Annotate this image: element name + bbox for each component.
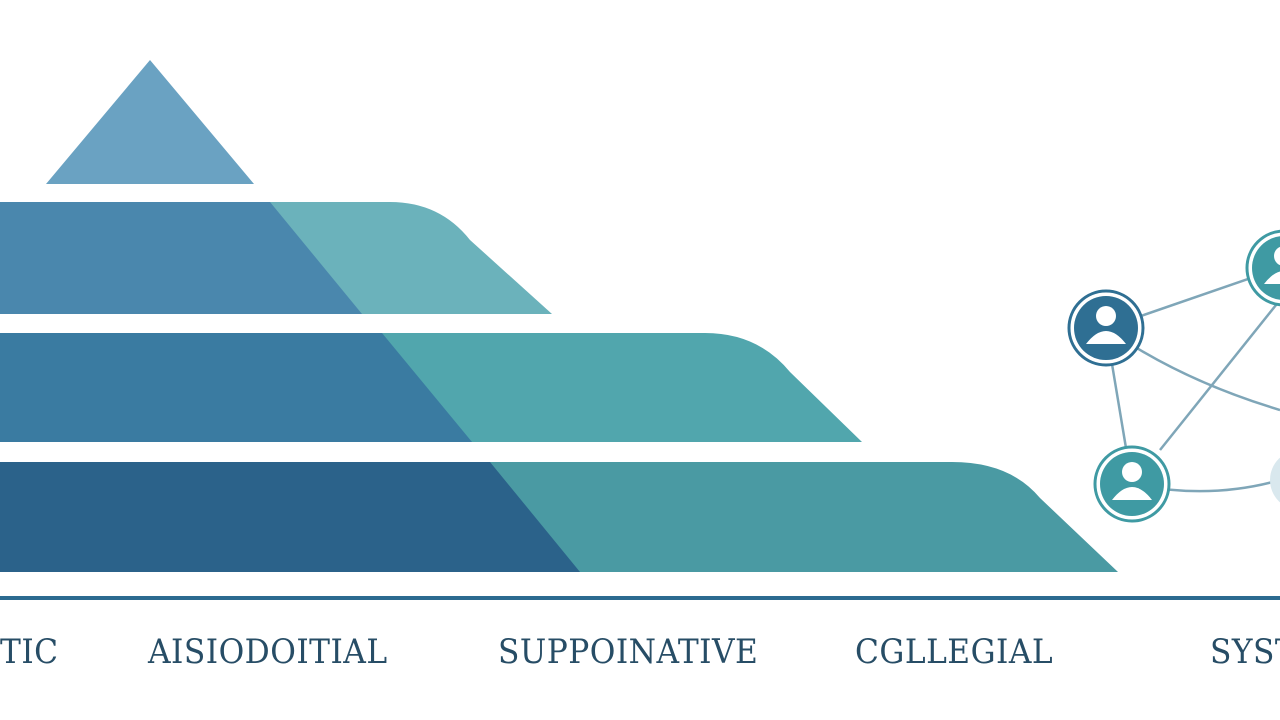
- label-5: SYST: [1210, 632, 1280, 672]
- person-icon: [1086, 306, 1126, 344]
- person-icon: [1264, 246, 1280, 284]
- label-1: TIC: [0, 632, 59, 672]
- label-2: AISIODOITIAL: [148, 632, 388, 672]
- network-node-3: [1093, 445, 1171, 523]
- label-3: SUPPOINATIVE: [498, 632, 759, 672]
- network-node-4: [1270, 457, 1280, 503]
- network-node-2: [1245, 229, 1280, 307]
- label-4: CGLLEGIAL: [855, 632, 1054, 672]
- tier-2-left: [0, 333, 472, 442]
- tier-3-right: [488, 462, 1118, 572]
- tier-3-left: [0, 462, 580, 572]
- pyramid-apex: [46, 60, 254, 184]
- network-node-1: [1067, 289, 1145, 367]
- tier-2-right: [380, 333, 862, 442]
- person-icon: [1112, 462, 1152, 500]
- tier-1-left: [0, 202, 362, 314]
